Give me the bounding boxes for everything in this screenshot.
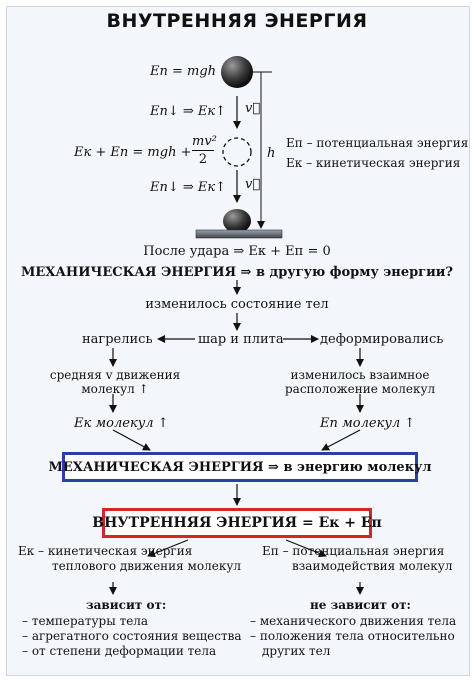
avg-speed-line2: молекул ↑ — [81, 382, 149, 396]
depends-heading: зависит от: — [86, 598, 167, 612]
not-depends-item-2: – положения тела относительно — [250, 629, 455, 643]
ep-molecules: Eп молекул ↑ — [320, 416, 416, 431]
internal-energy-box: ВНУТРЕННЯЯ ЭНЕРГИЯ = Eк + Eп — [92, 508, 382, 538]
not-depends-item-1: – механического движения тела — [250, 614, 457, 628]
plate — [195, 229, 283, 239]
arrow-ep-to-blue — [321, 429, 361, 451]
question-line: МЕХАНИЧЕСКАЯ ЭНЕРГИЯ ⇒ в другую форму эн… — [20, 265, 454, 280]
after-impact: После удара ⇒ Eк + Eп = 0 — [143, 244, 331, 259]
arrow-red-to-ep — [285, 539, 327, 558]
fraction-bar — [192, 150, 214, 151]
heated-label: нагрелись — [82, 332, 153, 347]
not-depends-item-3: других тел — [262, 644, 331, 658]
ball-middle-dashed — [222, 137, 252, 167]
ep-def-line2: взаимодействия молекул — [292, 559, 453, 573]
depends-item-2: – агрегатного состояния вещества — [22, 629, 242, 643]
legend-ep: Eп – потенциальная энергия — [286, 136, 469, 150]
molecule-energy-box: МЕХАНИЧЕСКАЯ ЭНЕРГИЯ ⇒ в энергию молекул — [48, 452, 432, 482]
energy-sum-left: Eк + Eп = mgh + — [74, 145, 192, 160]
avg-speed-line1: средняя v движения — [49, 368, 181, 382]
state-changed: изменилось состояние тел — [145, 297, 329, 312]
energy-down-line-1: Eп↓ ⇒ Eк↑ — [150, 104, 227, 119]
mutual-line2: расположение молекул — [285, 382, 436, 396]
legend-ek: Eк – кинетическая энергия — [286, 156, 461, 170]
poster-background — [6, 6, 470, 676]
arrow-ek-to-blue — [112, 429, 151, 451]
height-label: h — [267, 146, 276, 161]
deformed-label: деформировались — [320, 332, 444, 347]
mv2-numerator: mv² — [192, 134, 217, 149]
depends-item-3: – от степени деформации тела — [22, 644, 217, 658]
ball-plate-label: шар и плита — [198, 332, 284, 347]
ep-formula: Eп = mgh — [150, 64, 217, 79]
ek-def-line2: теплового движения молекул — [52, 559, 242, 573]
ek-molecules: Eк молекул ↑ — [74, 416, 169, 431]
depends-item-1: – температуры тела — [22, 614, 149, 628]
ball-bottom — [223, 209, 251, 233]
internal-energy-text: ВНУТРЕННЯЯ ЭНЕРГИЯ = Eк + Eп — [92, 515, 382, 531]
arrow-red-to-ek — [147, 539, 189, 558]
ep-def-line1: Eп – потенциальная энергия — [262, 544, 445, 558]
mv2-denominator: 2 — [198, 152, 208, 167]
energy-down-line-2: Eп↓ ⇒ Eк↑ — [150, 180, 227, 195]
page-title: ВНУТРЕННЯЯ ЭНЕРГИЯ — [106, 10, 368, 32]
molecule-energy-text: МЕХАНИЧЕСКАЯ ЭНЕРГИЯ ⇒ в энергию молекул — [48, 459, 432, 475]
mutual-line1: изменилось взаимное — [290, 368, 430, 382]
ek-def-line1: Eк – кинетическая энергия — [18, 544, 193, 558]
velocity-label-2: v⃗ — [245, 177, 261, 192]
not-depends-heading: не зависит от: — [310, 598, 411, 612]
ball-top — [221, 56, 253, 88]
velocity-label-1: v⃗ — [245, 101, 261, 116]
